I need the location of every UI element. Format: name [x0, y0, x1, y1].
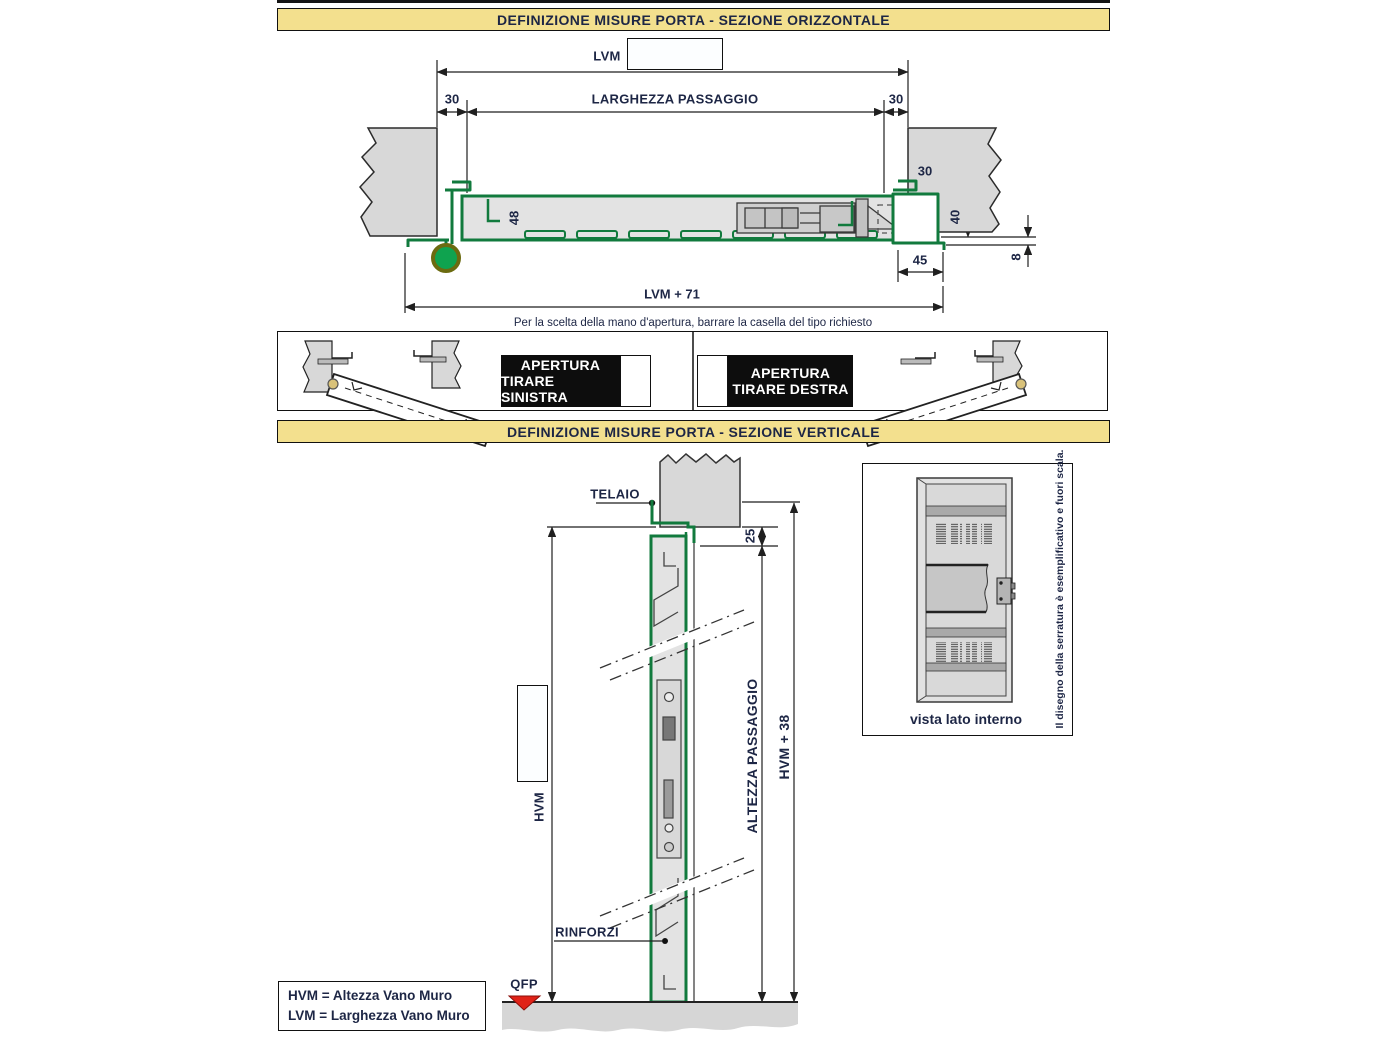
middle-panel [925, 564, 989, 613]
legend-hvm: HVM = Altezza Vano Muro [288, 988, 453, 1004]
rinforzi-dot [662, 938, 668, 944]
door-inner-hook-right [838, 201, 854, 227]
door-bar-middle [925, 627, 1007, 638]
telaio-label: TELAIO [590, 486, 640, 502]
horizontal-section-drawing [359, 60, 1036, 313]
frame-right-profile [891, 179, 946, 250]
dim-lvm71-label: LVM + 71 [644, 286, 700, 302]
larghezza-passaggio-label: LARGHEZZA PASSAGGIO [591, 91, 759, 107]
break-lines-lower [599, 855, 755, 929]
hinge [431, 243, 461, 273]
selection-instruction: Per la scelta della mano d'apertura, bar… [513, 317, 873, 329]
frame-left-profile [406, 180, 472, 247]
upper-vents [936, 523, 992, 544]
swing-diagrams [302, 332, 1028, 448]
door-front-view [916, 477, 1016, 703]
hvm-38-label: HVM + 38 [776, 714, 792, 780]
checkbox-tirare-destra[interactable] [697, 355, 728, 407]
door-view-caption: vista lato interno [909, 711, 1023, 727]
dim-40-label: 40 [947, 209, 963, 225]
lock-assembly [736, 198, 919, 238]
top-rule [277, 0, 1110, 3]
hinge-dot-right [1015, 378, 1027, 390]
lvm-input[interactable] [627, 38, 723, 70]
floor [502, 1002, 798, 1032]
hinge-dot-left [327, 378, 339, 390]
banner-vertical-text: DEFINIZIONE MISURE PORTA - SEZIONE VERTI… [506, 423, 881, 440]
qfp-marker [507, 995, 542, 1011]
door-inner-hook-left [486, 199, 500, 223]
lock-plate [656, 679, 682, 859]
qfp-label: QFP [510, 976, 538, 992]
break-lines-upper [599, 607, 755, 681]
left-wall [359, 127, 438, 237]
dim-45-label: 45 [912, 252, 928, 268]
dim-30-left-label: 30 [444, 91, 460, 107]
banner-horizontal-text: DEFINIZIONE MISURE PORTA - SEZIONE ORIZZ… [496, 11, 891, 28]
vertical-section-drawing [502, 453, 800, 1032]
legend-box: HVM = Altezza Vano Muro LVM = Larghezza … [278, 981, 486, 1031]
dim-48-label: 48 [506, 210, 522, 226]
lower-vents [936, 642, 992, 662]
top-wall [659, 453, 741, 528]
lock-front [996, 577, 1016, 605]
lvm-label: LVM [593, 48, 621, 64]
dim-25-label: 25 [742, 528, 758, 544]
rinforzi-label: RINFORZI [555, 924, 619, 940]
door-bar-top [925, 505, 1007, 517]
legend-lvm: LVM = Larghezza Vano Muro [288, 1008, 470, 1023]
door-bottom-reinforcement-slots [524, 230, 878, 239]
dim-30-right-label: 30 [888, 91, 904, 107]
checkbox-tirare-sinistra[interactable] [620, 355, 651, 407]
door-view-note: Il disegno della serratura è esemplifica… [1054, 449, 1066, 729]
banner-vertical-section: DEFINIZIONE MISURE PORTA - SEZIONE VERTI… [277, 420, 1110, 443]
vertical-dimension-lines [547, 502, 799, 1003]
altezza-passaggio-label: ALTEZZA PASSAGGIO [744, 678, 760, 834]
door-bar-bottom [925, 662, 1007, 672]
banner-horizontal-section: DEFINIZIONE MISURE PORTA - SEZIONE ORIZZ… [277, 8, 1110, 31]
dim-30-frame-label: 30 [917, 163, 933, 179]
frame-top-profile [650, 500, 696, 543]
hvm-input[interactable] [517, 685, 548, 782]
option-apertura-tirare-destra: APERTURA TIRARE DESTRA [728, 355, 853, 407]
hvm-label: HVM [531, 792, 547, 822]
dim-8-label: 8 [1008, 253, 1024, 261]
option-apertura-tirare-sinistra: APERTURA TIRARE SINISTRA [501, 355, 620, 407]
